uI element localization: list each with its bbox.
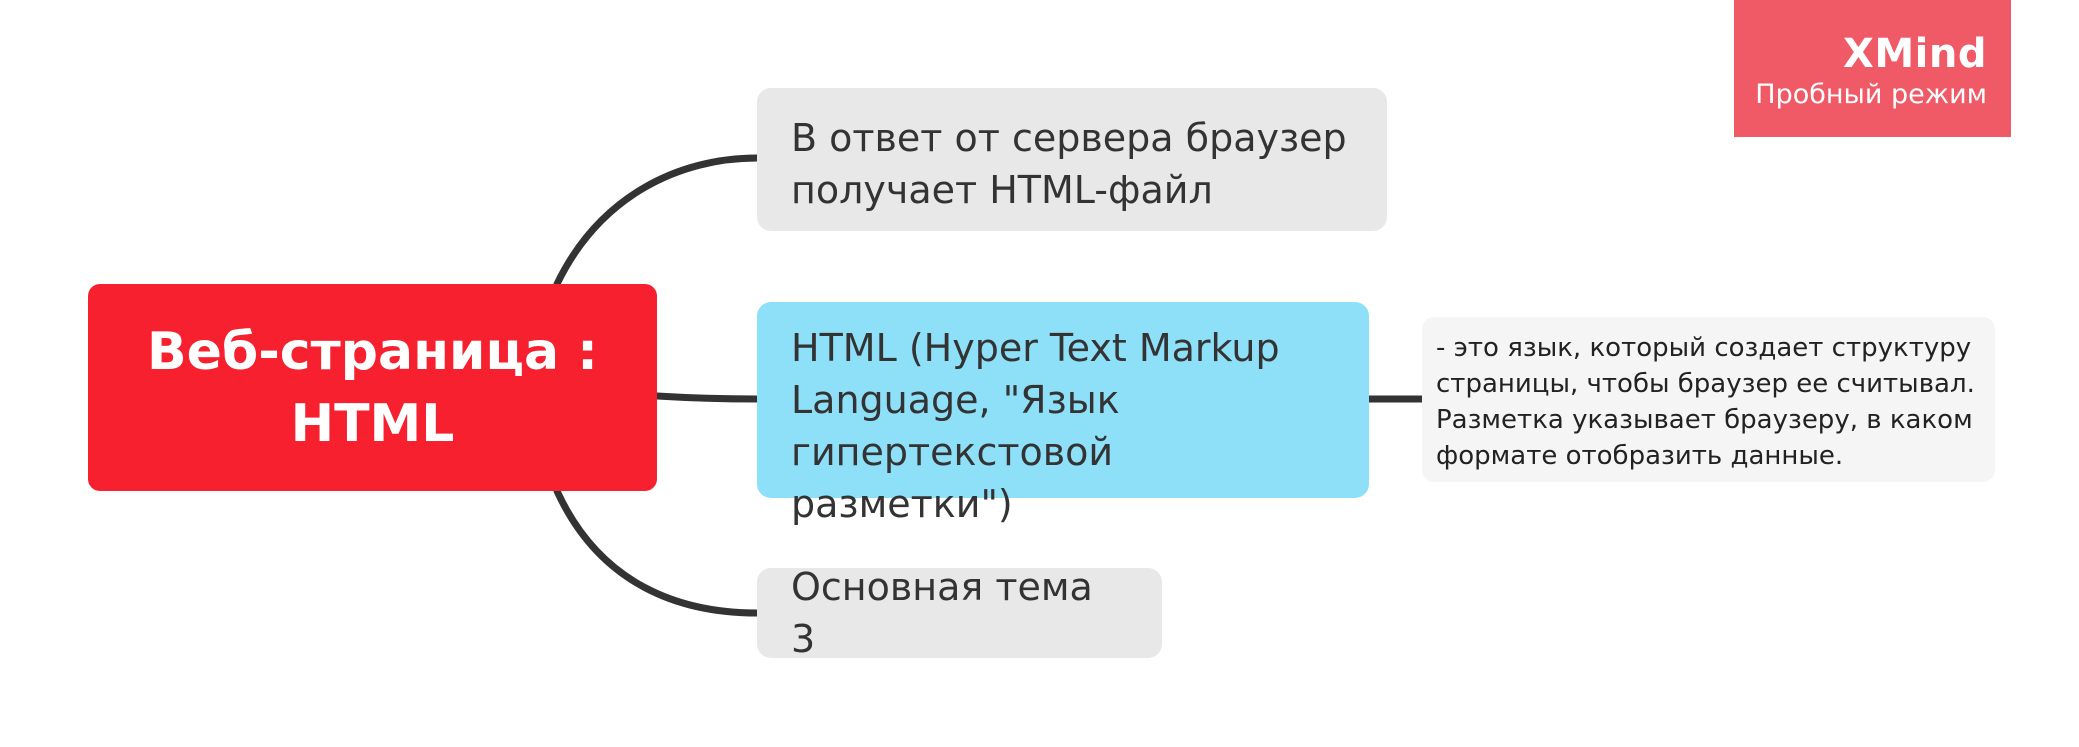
connector-topic-1 [553, 154, 761, 288]
central-topic-line-1: Веб-страница : [147, 321, 598, 382]
subtopic-note-text: - это язык, который создает структуру ст… [1436, 333, 1975, 471]
main-topic-2[interactable]: HTML (Hyper Text Markup Language, "Язык … [757, 302, 1369, 526]
main-topic-2-label: HTML (Hyper Text Markup Language, "Язык … [791, 326, 1280, 526]
central-topic[interactable]: Веб-страница : HTML [88, 284, 657, 491]
connector-topic-2 [653, 392, 761, 403]
watermark-brand: XMind [1843, 31, 1987, 77]
central-topic-line-2: HTML [290, 393, 455, 454]
watermark-subtitle: Пробный режим [1755, 79, 1987, 110]
xmind-trial-watermark: XMind Пробный режим [1734, 0, 2011, 137]
main-topic-3[interactable]: Основная тема 3 [757, 565, 1162, 661]
main-topic-3-label: Основная тема 3 [791, 565, 1093, 661]
connector-topic-3 [553, 487, 761, 617]
subtopic-note[interactable]: - это язык, который создает структуру ст… [1422, 317, 1995, 482]
main-topic-1-label: В ответ от сервера браузер получает HTML… [791, 116, 1347, 212]
main-topic-1[interactable]: В ответ от сервера браузер получает HTML… [757, 88, 1387, 231]
